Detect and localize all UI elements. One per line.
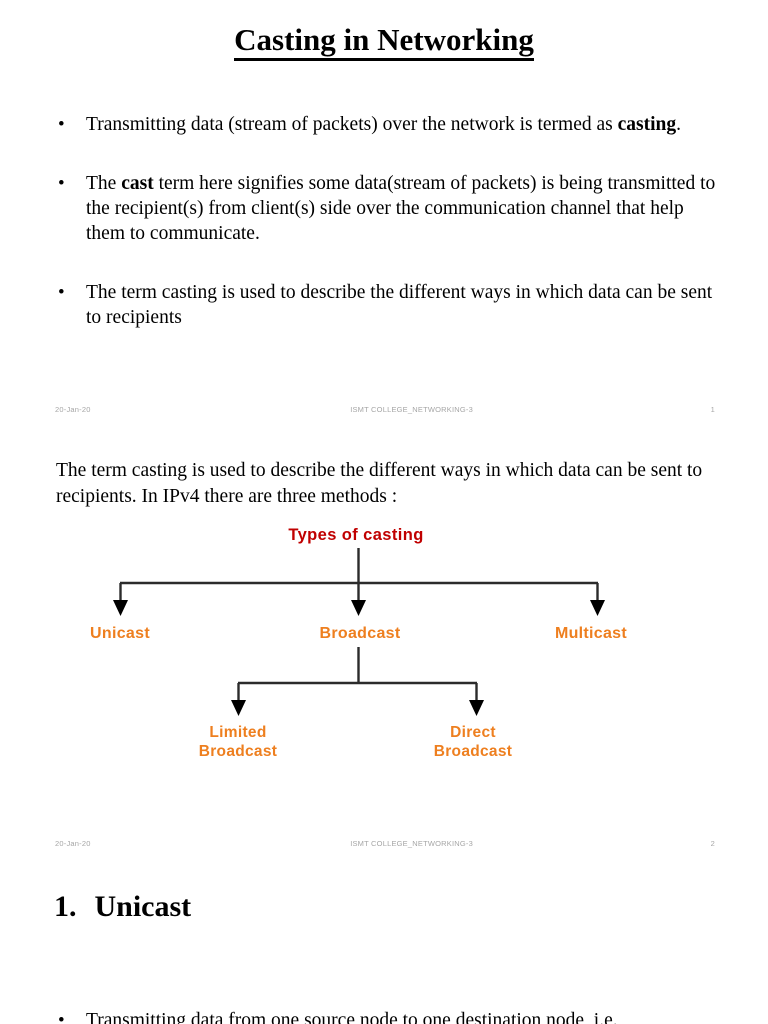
diagram-node-broadcast: Broadcast <box>319 625 401 642</box>
bullet-text-part: The <box>86 173 122 194</box>
slide3-clipped-bullet: • Transmitting data from one source node… <box>52 1008 724 1024</box>
slide2-intro-paragraph: The term casting is used to describe the… <box>56 460 703 507</box>
bullet-cast-term-text: The cast term here signifies some data(s… <box>86 171 724 246</box>
bullet-casting-ways-text: The term casting is used to describe the… <box>86 282 713 328</box>
arrowhead-unicast-icon <box>113 600 128 616</box>
bullet-casting-definition: • Transmitting data (stream of packets) … <box>52 112 724 137</box>
footer-date: 20-Jan-20 <box>55 405 91 414</box>
bullet-icon: • <box>58 282 65 303</box>
bullet-text-part: Transmitting data (stream of packets) ov… <box>86 114 618 135</box>
page-title: Casting in Networking <box>0 22 768 61</box>
arrowhead-limited-broadcast-icon <box>231 700 246 716</box>
footer-date: 20-Jan-20 <box>55 839 91 848</box>
bullet-text-emphasis: casting <box>617 114 677 135</box>
section-heading-text: Unicast <box>94 890 192 923</box>
diagram-node-multicast: Multicast <box>554 625 628 642</box>
slide1-bullet-list: • Transmitting data (stream of packets) … <box>52 112 724 364</box>
footer-course-label: ISMT COLLEGE_NETWORKING-3 <box>350 839 473 848</box>
bullet-icon: • <box>58 1010 65 1024</box>
section-heading-unicast: 1. Unicast <box>54 890 191 924</box>
bullet-icon: • <box>58 114 65 135</box>
footer-page-number: 1 <box>710 405 715 414</box>
arrowhead-broadcast-icon <box>351 600 366 616</box>
footer-course-label: ISMT COLLEGE_NETWORKING-3 <box>350 405 473 414</box>
bullet-icon: • <box>58 173 65 194</box>
slide3-clipped-bullet-text: Transmitting data from one source node t… <box>86 1010 618 1024</box>
diagram-node-unicast: Unicast <box>90 625 150 642</box>
bullet-text-part: term here signifies some data(stream of … <box>86 173 716 244</box>
arrowhead-multicast-icon <box>590 600 605 616</box>
bullet-casting-definition-text: Transmitting data (stream of packets) ov… <box>86 112 724 137</box>
slide1-footer: 20-Jan-20 ISMT COLLEGE_NETWORKING-3 1 <box>55 405 715 414</box>
diagram-node-types-of-casting: Types of casting <box>288 526 424 544</box>
section-heading-number: 1. <box>54 890 77 923</box>
bullet-casting-ways: • The term casting is used to describe t… <box>52 280 724 330</box>
diagram-connectors <box>113 548 605 716</box>
arrowhead-direct-broadcast-icon <box>469 700 484 716</box>
page-title-text: Casting in Networking <box>234 22 534 61</box>
casting-types-diagram: Types of casting Unicast Broadcast Multi… <box>0 520 768 770</box>
bullet-text-emphasis: cast <box>121 173 154 194</box>
bullet-text-part: . <box>676 114 681 135</box>
diagram-node-limited-broadcast: Limited Broadcast <box>198 724 278 760</box>
bullet-cast-term: • The cast term here signifies some data… <box>52 171 724 246</box>
footer-page-number: 2 <box>710 839 715 848</box>
slide2-footer: 20-Jan-20 ISMT COLLEGE_NETWORKING-3 2 <box>55 839 715 848</box>
diagram-node-direct-broadcast: Direct Broadcast <box>433 724 513 760</box>
